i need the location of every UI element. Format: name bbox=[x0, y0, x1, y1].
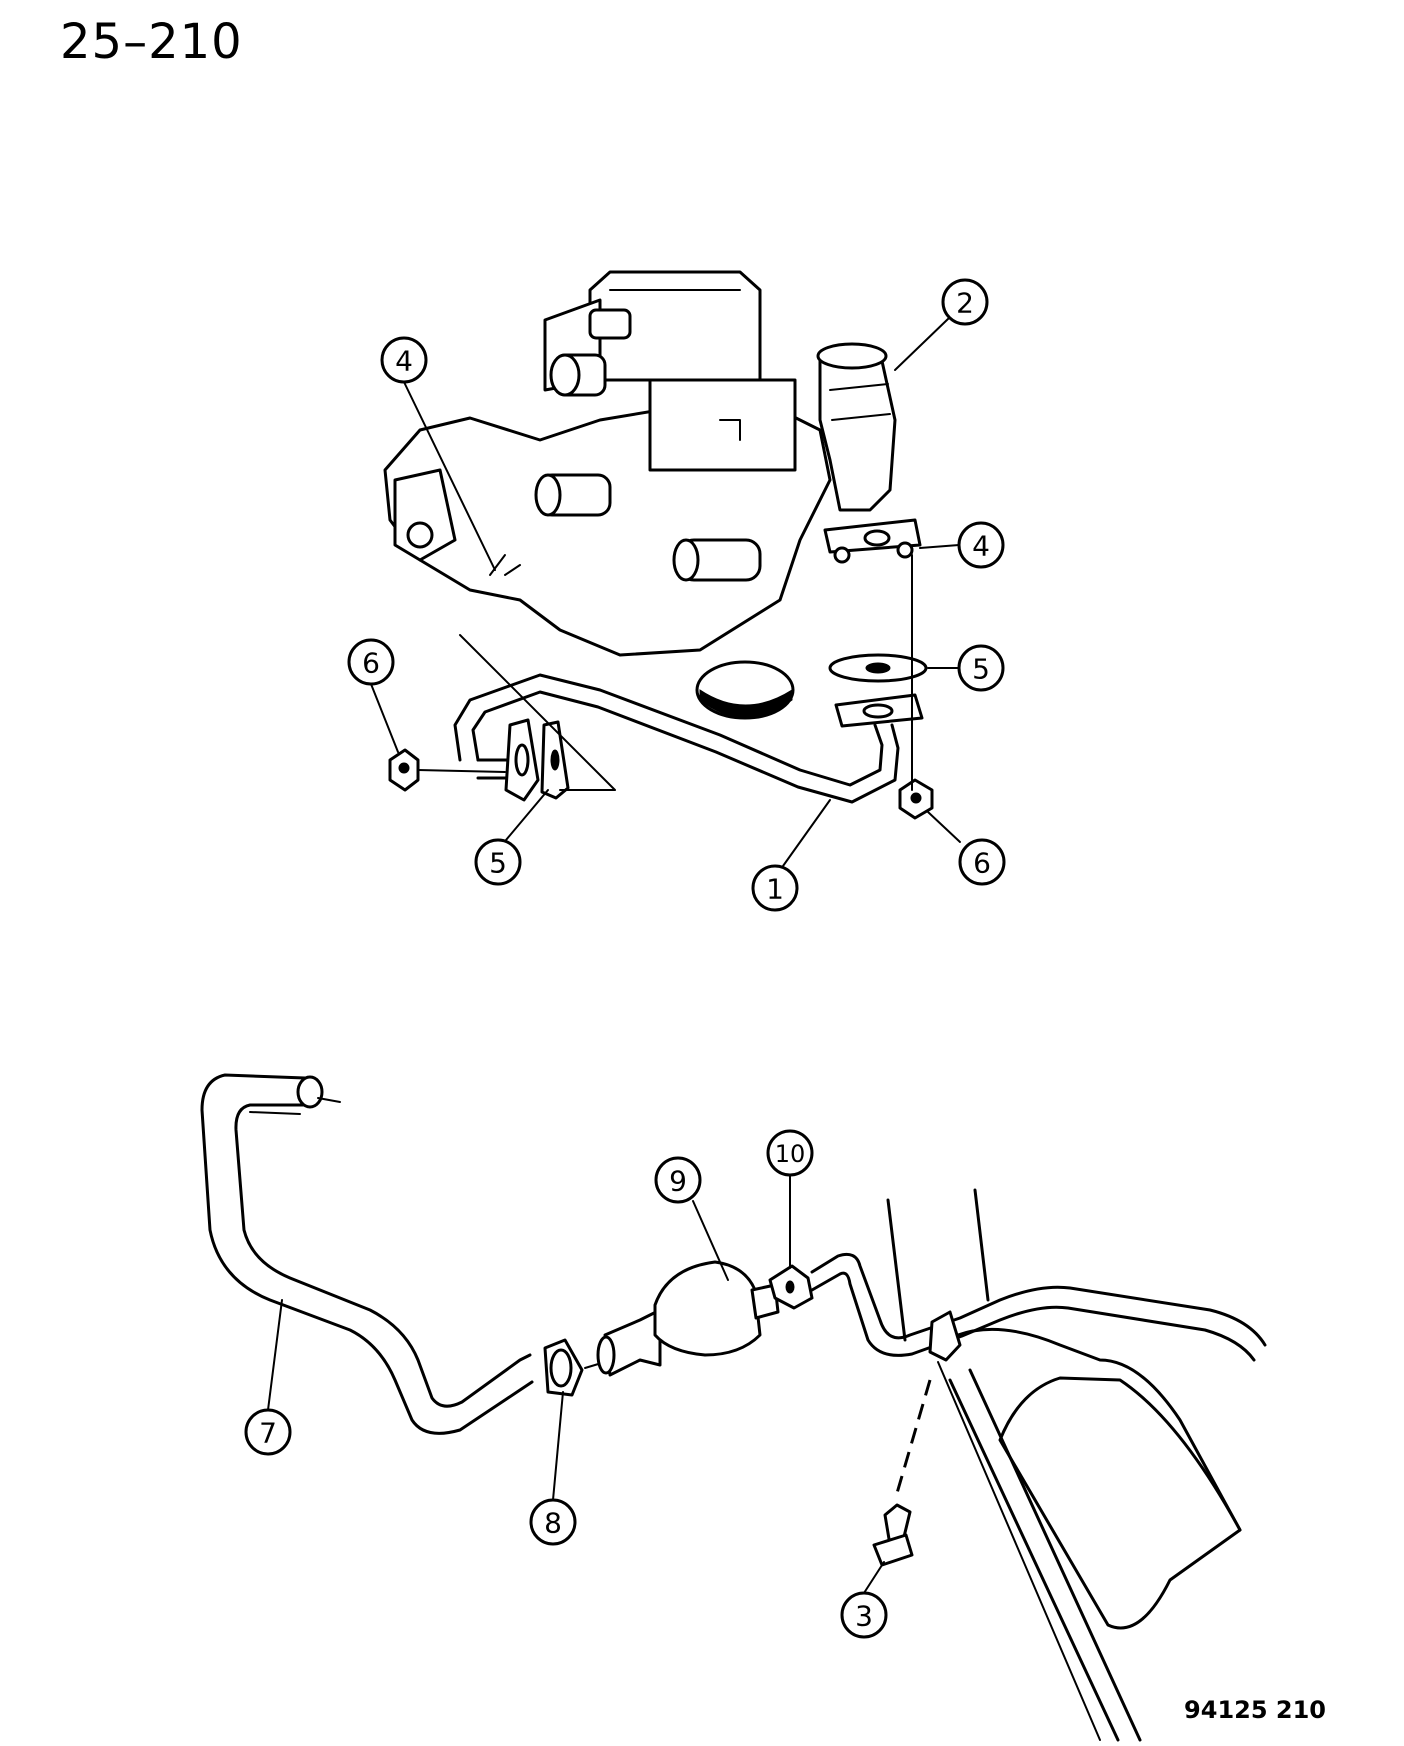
callout-4-right: 4 bbox=[957, 521, 1005, 569]
leader-9 bbox=[692, 1200, 729, 1281]
svg-text:6: 6 bbox=[973, 847, 991, 880]
gasket-right bbox=[828, 653, 928, 728]
svg-text:5: 5 bbox=[489, 847, 507, 880]
svg-text:1: 1 bbox=[766, 873, 784, 906]
svg-text:5: 5 bbox=[972, 653, 990, 686]
callout-5-right: 5 bbox=[957, 644, 1005, 692]
callout-3: 3 bbox=[840, 1591, 888, 1639]
guide-line-left bbox=[459, 634, 616, 791]
callout-8: 8 bbox=[529, 1498, 577, 1546]
leader-6-right bbox=[927, 811, 961, 843]
leader-7 bbox=[267, 1299, 283, 1411]
nut-right bbox=[898, 778, 934, 820]
callout-4-left: 4 bbox=[380, 336, 428, 384]
svg-text:3: 3 bbox=[855, 1600, 873, 1633]
svg-text:8: 8 bbox=[544, 1507, 562, 1540]
leader-1 bbox=[782, 799, 831, 867]
hose-clamp bbox=[543, 1338, 606, 1397]
svg-text:4: 4 bbox=[972, 530, 990, 563]
callout-9: 9 bbox=[654, 1156, 702, 1204]
leader-5-left bbox=[505, 789, 549, 841]
air-tube bbox=[810, 1252, 1267, 1362]
tube-nut bbox=[768, 1264, 814, 1310]
leader-2 bbox=[894, 317, 950, 371]
svg-text:6: 6 bbox=[362, 647, 380, 680]
svg-text:7: 7 bbox=[259, 1417, 277, 1450]
svg-text:9: 9 bbox=[669, 1165, 687, 1198]
check-valve bbox=[596, 1260, 806, 1377]
callout-6-left: 6 bbox=[347, 638, 395, 686]
page-number: 25–210 bbox=[60, 14, 243, 70]
callout-1: 1 bbox=[751, 864, 799, 912]
catalytic-converter bbox=[886, 1188, 1242, 1742]
leader-6-left bbox=[370, 683, 399, 753]
svg-text:4: 4 bbox=[395, 345, 413, 378]
callout-7: 7 bbox=[244, 1408, 292, 1456]
callout-2: 2 bbox=[941, 278, 989, 326]
leader-3 bbox=[863, 1561, 885, 1594]
gasket-left bbox=[504, 718, 570, 802]
callout-5-left: 5 bbox=[474, 838, 522, 886]
bracket-bolt bbox=[872, 1310, 962, 1567]
leader-8 bbox=[552, 1391, 564, 1501]
leader-4-left bbox=[403, 381, 496, 571]
nut-left bbox=[388, 748, 506, 792]
callout-6-right: 6 bbox=[958, 838, 1006, 886]
air-hose bbox=[200, 1073, 534, 1435]
throttle-body-assembly bbox=[383, 270, 922, 720]
svg-text:2: 2 bbox=[956, 287, 974, 320]
figure-code: 94125 210 bbox=[1184, 1696, 1326, 1724]
callout-10: 10 bbox=[766, 1129, 814, 1177]
svg-text:10: 10 bbox=[775, 1140, 806, 1168]
leader-4-right bbox=[919, 544, 960, 549]
